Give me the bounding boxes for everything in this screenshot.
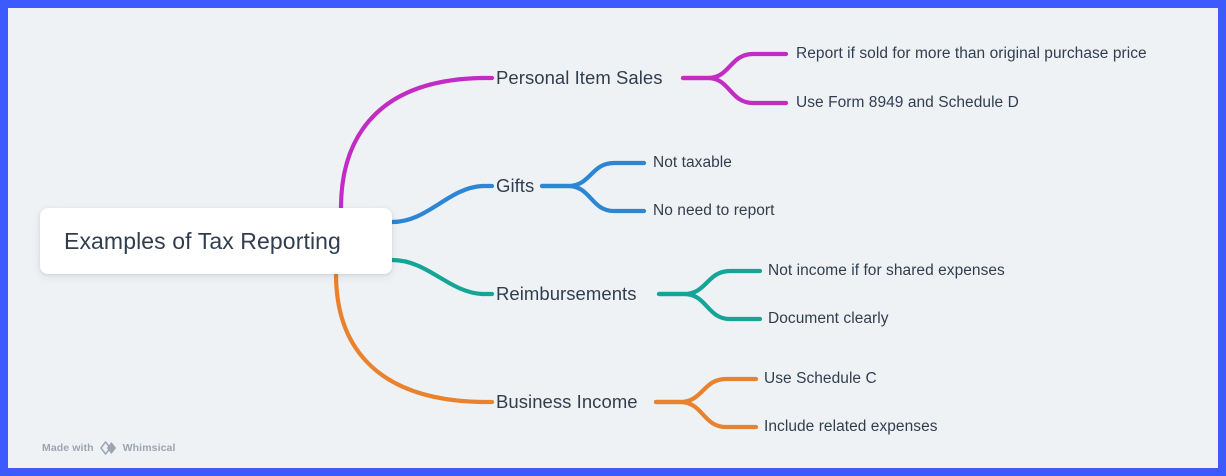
edge-root-to-reimbursements xyxy=(389,257,485,297)
node-include-related-expenses[interactable]: Include related expenses xyxy=(764,418,938,435)
root-node-label: Examples of Tax Reporting xyxy=(64,227,341,254)
edge-personal-item-sales-to-use-form-8949 xyxy=(680,75,789,106)
node-business-income[interactable]: Business Income xyxy=(496,391,638,412)
node-not-income-shared-expenses[interactable]: Not income if for shared expenses xyxy=(768,262,1005,279)
watermark-brand: Whimsical xyxy=(122,441,176,454)
edge-root-to-personal-item-sales xyxy=(338,75,485,211)
node-not-taxable[interactable]: Not taxable xyxy=(653,154,732,171)
edge-business-income-to-use-schedule-c xyxy=(653,376,759,405)
edge-reimbursements-to-not-income xyxy=(656,268,763,297)
node-use-schedule-c[interactable]: Use Schedule C xyxy=(764,370,877,387)
edge-reimbursements-to-document-clearly xyxy=(656,291,763,322)
node-use-form-8949[interactable]: Use Form 8949 and Schedule D xyxy=(796,94,1019,111)
node-reimbursements[interactable]: Reimbursements xyxy=(496,283,637,304)
edge-personal-item-sales-to-report-if-sold xyxy=(680,51,789,81)
node-report-if-sold[interactable]: Report if sold for more than original pu… xyxy=(796,45,1147,62)
edge-gifts-to-no-need-to-report xyxy=(539,183,647,214)
edge-business-income-to-include-related-expenses xyxy=(653,399,759,430)
node-no-need-to-report[interactable]: No need to report xyxy=(653,202,775,219)
node-gifts[interactable]: Gifts xyxy=(496,175,535,196)
node-personal-item-sales[interactable]: Personal Item Sales xyxy=(496,67,663,88)
edge-gifts-to-not-taxable xyxy=(539,160,647,189)
whimsical-watermark[interactable]: Made with Whimsical xyxy=(42,441,176,455)
whimsical-diamond-icon xyxy=(99,441,117,455)
watermark-prefix: Made with xyxy=(42,441,94,454)
root-node[interactable]: Examples of Tax Reporting xyxy=(40,208,392,274)
node-document-clearly[interactable]: Document clearly xyxy=(768,310,889,327)
edge-root-to-business-income xyxy=(333,271,485,405)
edge-root-to-gifts xyxy=(389,183,485,225)
